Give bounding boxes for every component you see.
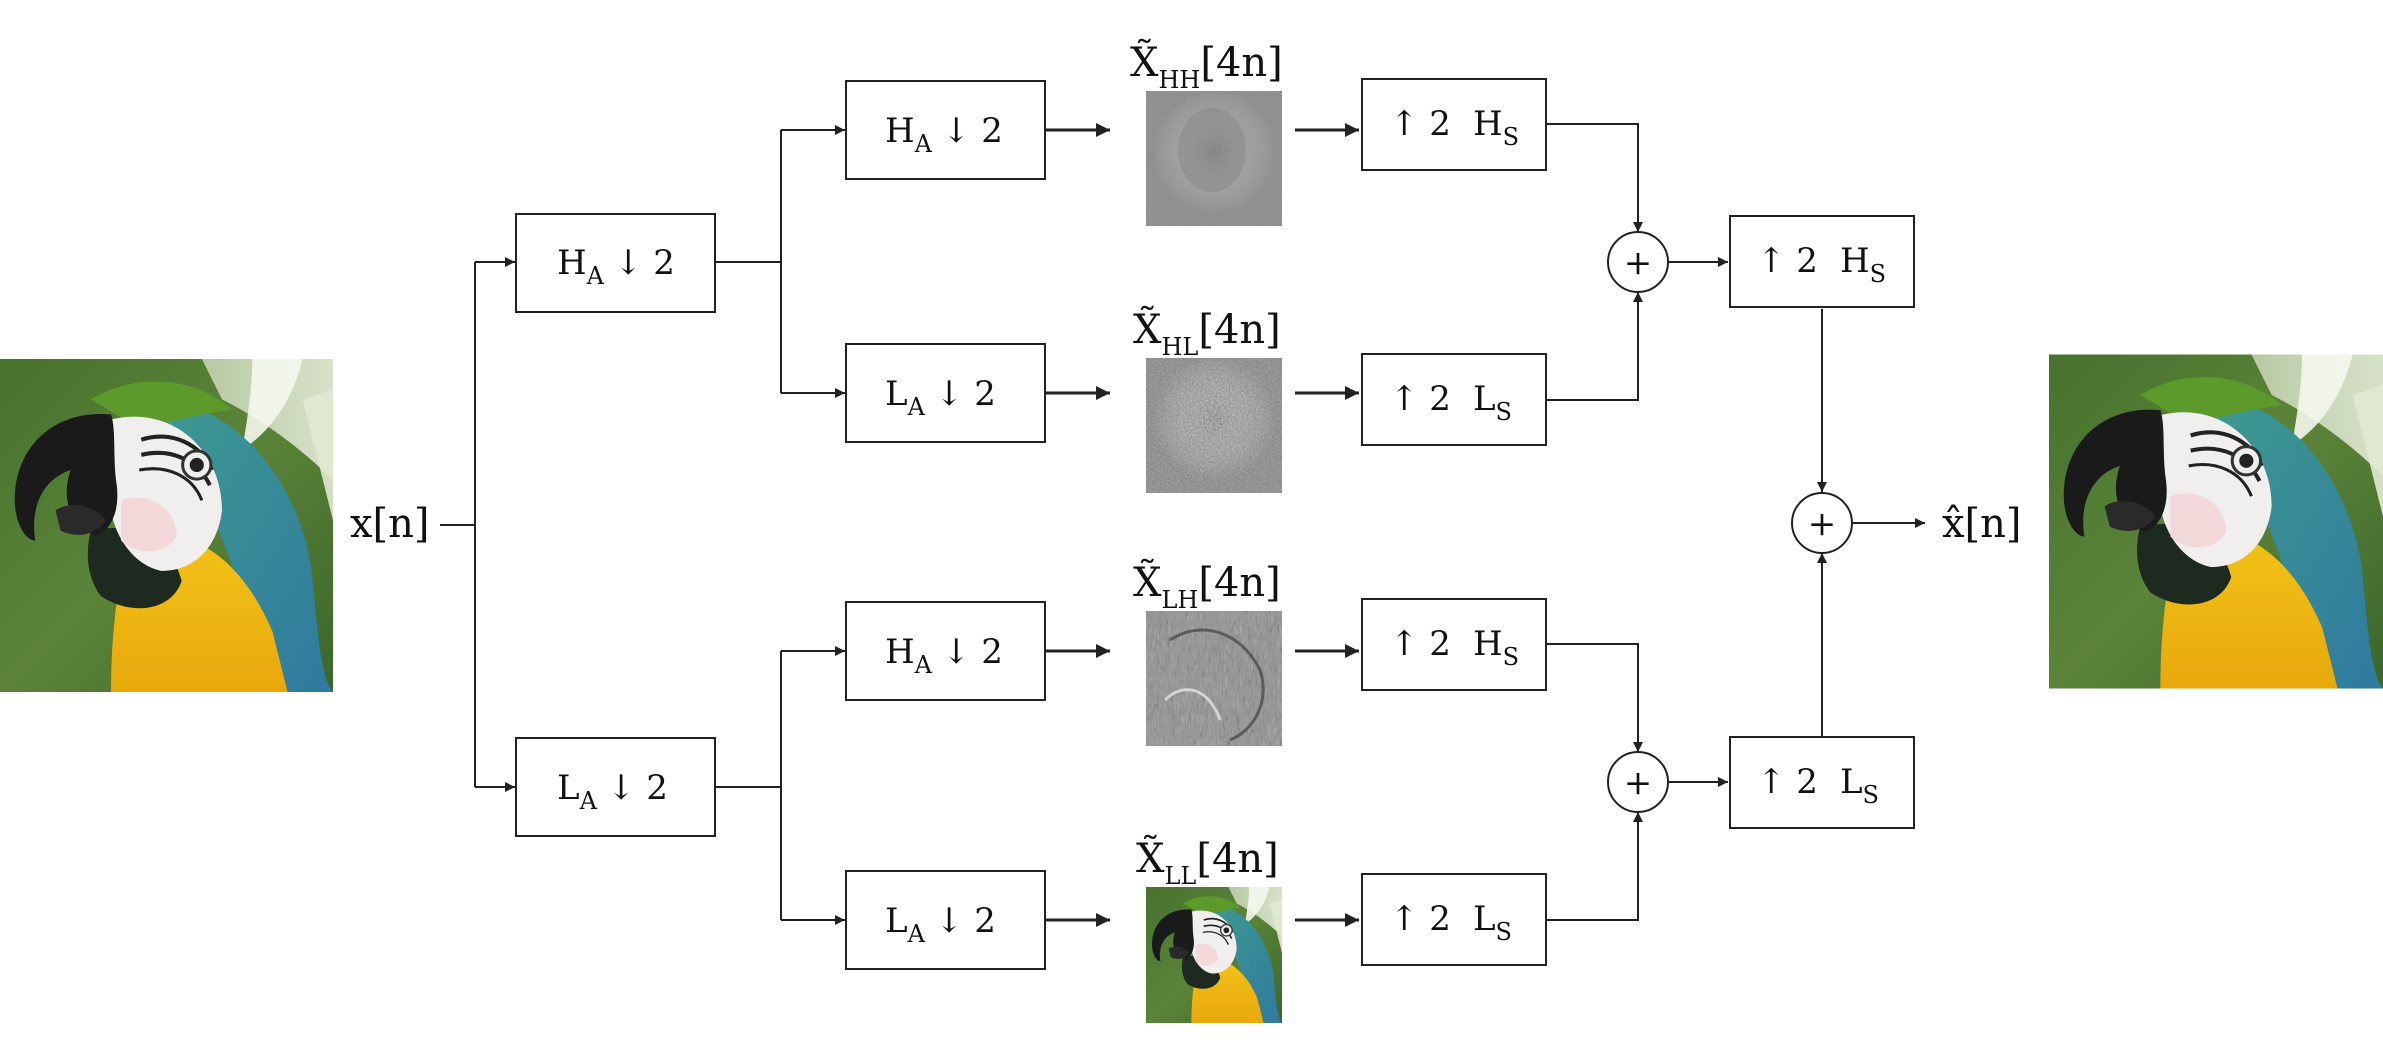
svg-text:↑ 2HS: ↑ 2HS [1390, 624, 1519, 671]
svg-text:+: + [1808, 504, 1837, 544]
svg-text:LA↓ 2: LA↓ 2 [885, 374, 996, 421]
subband-image-ll [1146, 887, 1282, 1023]
analysis-stage2-box-lh: HA↓ 2 [845, 601, 1046, 701]
output-signal-label: x̂[n] [1942, 501, 2022, 547]
wires [440, 123, 1925, 927]
svg-text:HA↓ 2: HA↓ 2 [557, 243, 675, 290]
svg-text:↑ 2LS: ↑ 2LS [1757, 762, 1879, 809]
svg-text:↑ 2HS: ↑ 2HS [1390, 104, 1519, 151]
svg-text:HA↓ 2: HA↓ 2 [885, 111, 1003, 158]
analysis-stage1-low-box: LA↓ 2 [515, 737, 716, 837]
input-parrot-image [0, 359, 333, 692]
subband-image-lh [1146, 611, 1282, 746]
subband-label-hl: X̃HL[4n] [1133, 306, 1281, 361]
analysis-stage2-box-hl: LA↓ 2 [845, 343, 1046, 443]
svg-text:↑ 2LS: ↑ 2LS [1390, 899, 1512, 946]
subband-label-ll: X̃LL[4n] [1136, 835, 1279, 890]
svg-text:↑ 2LS: ↑ 2LS [1390, 379, 1512, 426]
subband-label-lh: X̃LH[4n] [1133, 559, 1281, 614]
svg-text:LA↓ 2: LA↓ 2 [557, 768, 668, 815]
analysis-stage1-high-box: HA↓ 2 [515, 213, 716, 313]
subband-label-hh: X̃HH[4n] [1130, 39, 1283, 94]
sum-node-final: + [1791, 492, 1853, 554]
svg-text:HA↓ 2: HA↓ 2 [885, 632, 1003, 679]
svg-text:LA↓ 2: LA↓ 2 [885, 901, 996, 948]
input-signal-label: x[n] [350, 501, 430, 547]
subband-image-hh [1146, 91, 1282, 226]
sum-node-lower: + [1607, 751, 1669, 813]
analysis-stage2-box-ll: LA↓ 2 [845, 870, 1046, 970]
sum-node-upper: + [1607, 231, 1669, 293]
output-parrot-image [2049, 355, 2383, 689]
analysis-stage2-box-hh: HA↓ 2 [845, 80, 1046, 180]
svg-text:↑ 2HS: ↑ 2HS [1757, 241, 1886, 288]
subband-image-hl [1146, 358, 1282, 493]
svg-text:+: + [1624, 763, 1653, 803]
svg-text:+: + [1624, 243, 1653, 283]
